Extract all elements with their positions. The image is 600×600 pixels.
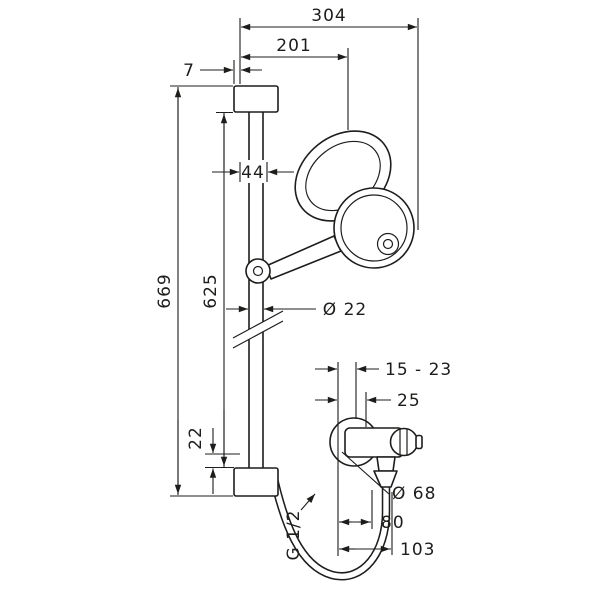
dimension-103: 103 (339, 540, 435, 560)
dim-label-25: 25 (397, 391, 421, 411)
dia-68-leader-line (341, 451, 390, 495)
thermostat-valve (329, 417, 423, 488)
rail-break-line (232, 320, 284, 349)
dimension-625: 625 (201, 113, 228, 467)
dim-label-80: 80 (381, 513, 405, 533)
shower-rail (232, 94, 284, 486)
dim-label-103: 103 (400, 540, 435, 560)
rail-break-mask (233, 311, 283, 348)
dim-label-44: 44 (241, 163, 265, 183)
wall-brackets (233, 85, 279, 497)
shower-head-inner-ring (340, 194, 408, 262)
dimension-304: 304 (241, 6, 417, 31)
wall-bracket-bottom (233, 467, 279, 497)
slider-mount (245, 258, 271, 284)
g-half-leader-arrow (300, 493, 316, 511)
dim-label-625: 625 (201, 273, 221, 308)
dim-label-dia-68: Ø 68 (392, 484, 436, 504)
dimension-201: 201 (241, 36, 347, 61)
wall-bracket-top (233, 85, 279, 113)
slider-mount-knob (252, 265, 264, 277)
dimension-80: 80 (339, 513, 405, 533)
dim-label-g-half: G 1/2 (284, 510, 304, 561)
dimension-7: 7 (183, 61, 262, 81)
dimension-g-half: G 1/2 (284, 493, 316, 561)
dim-label-669: 669 (155, 273, 175, 308)
shower-hose (267, 469, 391, 581)
dimension-15-23: 15 - 23 (315, 360, 452, 380)
shower-head-pivot-inner (382, 238, 394, 250)
hand-shower (245, 130, 415, 284)
dimension-44: 44 (212, 160, 294, 183)
dimension-25: 25 (315, 391, 421, 411)
dim-label-304: 304 (311, 6, 346, 26)
dim-label-201: 201 (276, 36, 311, 56)
dimension-22: 22 (186, 426, 217, 494)
hand-shower-handle (265, 235, 342, 280)
dimension-dia-68: Ø 68 (341, 451, 436, 504)
valve-knob-cap (415, 434, 423, 450)
hose-nut (373, 470, 398, 488)
dimension-extension-lines (170, 18, 419, 556)
dim-label-7: 7 (183, 61, 195, 81)
shower-head-body (333, 187, 415, 269)
valve-outlet-stem (376, 456, 396, 472)
dim-label-22: 22 (186, 426, 206, 450)
dimension-669: 669 (155, 87, 182, 495)
rail-break-line (232, 310, 284, 339)
rail-bar (248, 94, 264, 486)
shower-head-pivot-outer (376, 232, 400, 256)
valve-knob (389, 427, 419, 457)
hose-fill (269, 469, 389, 579)
dim-label-dia-22: Ø 22 (323, 300, 367, 320)
dim-label-15-23: 15 - 23 (385, 360, 452, 380)
dimension-dia-22: Ø 22 (226, 300, 367, 320)
